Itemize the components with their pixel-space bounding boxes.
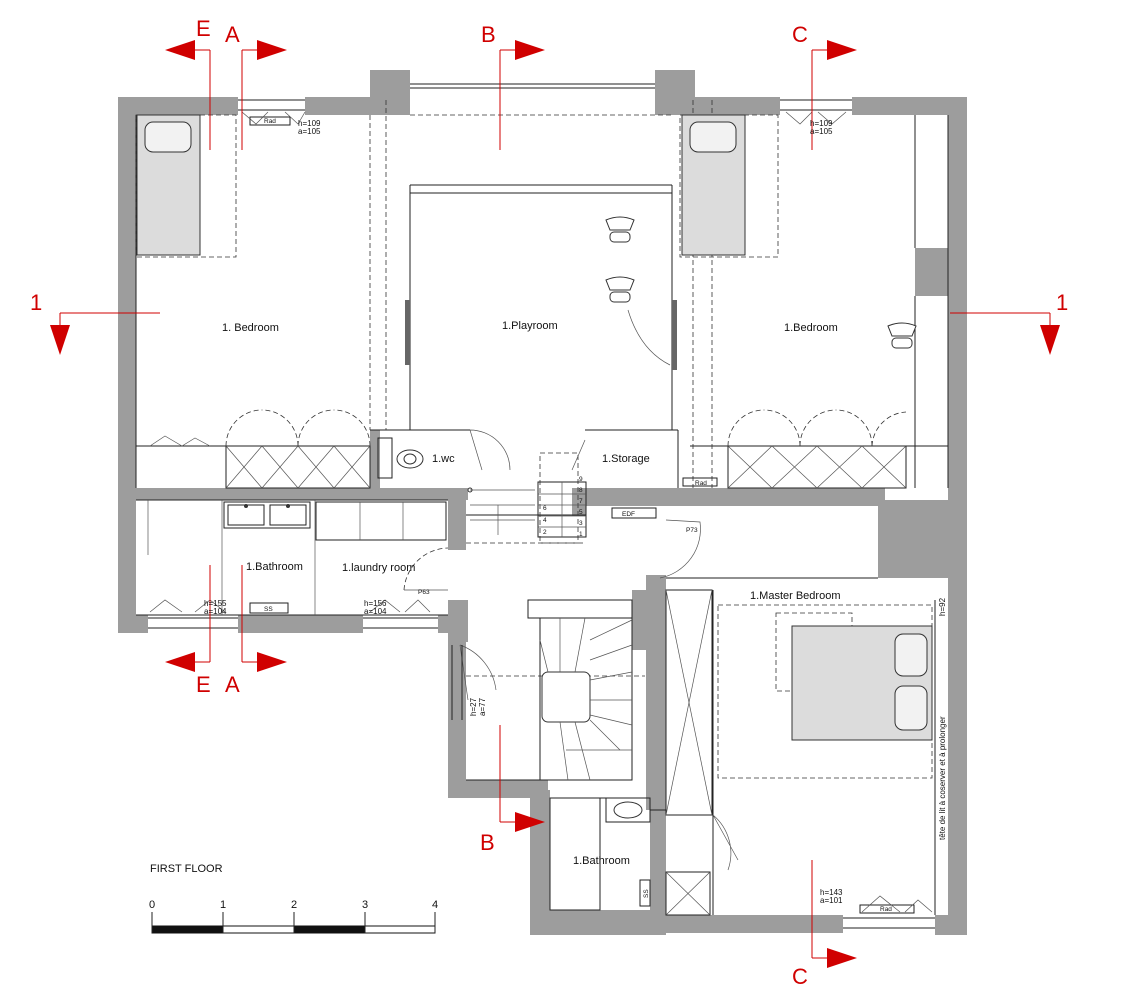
width-label: a=77 — [478, 697, 487, 716]
section-label-a-bottom: A — [225, 672, 240, 697]
height-label: h=156 — [364, 599, 387, 608]
stair-number: 8 — [579, 487, 583, 494]
room-label-bathroom-left: 1.Bathroom — [246, 561, 303, 573]
edf-label: EDF — [622, 511, 635, 518]
chair — [605, 276, 635, 303]
stair-number: 4 — [543, 517, 547, 524]
stair-number: 7 — [579, 498, 583, 505]
scale-tick-label: 1 — [220, 899, 226, 911]
section-label-b-bottom: B — [480, 830, 495, 855]
stair-number: 9 — [579, 476, 583, 483]
room-label-master-bedroom: 1.Master Bedroom — [750, 590, 840, 602]
height-label: h=155 — [204, 599, 227, 608]
scale-tick-label: 2 — [291, 899, 297, 911]
scale-bar — [151, 912, 436, 934]
headboard-note: tête de lit à coserver et à prolonger — [938, 716, 947, 840]
floor-title: FIRST FLOOR — [150, 863, 223, 875]
closets — [149, 409, 907, 816]
room-label-bedroom-right: 1.Bedroom — [784, 322, 838, 334]
section-label-b-top: B — [481, 22, 496, 47]
room-label-bedroom-left: 1. Bedroom — [222, 322, 279, 334]
chair — [887, 322, 917, 349]
height-label: h=92 — [938, 597, 947, 616]
room-label-playroom: 1.Playroom — [502, 320, 558, 332]
width-label: a=105 — [298, 127, 321, 136]
stair-number: 2 — [543, 529, 547, 536]
room-label-bathroom-bottom: 1.Bathroom — [573, 855, 630, 867]
height-label: h=109 — [298, 119, 321, 128]
height-label: h=109 — [810, 119, 833, 128]
section-label-a-top: A — [225, 22, 240, 47]
height-label: h=27 — [469, 697, 478, 716]
section-label-1-left: 1 — [30, 290, 42, 315]
door-tag-p63: P63 — [418, 589, 430, 596]
stair-number: 1 — [579, 531, 583, 538]
ss-label: SS — [643, 889, 650, 898]
width-label: a=104 — [364, 607, 387, 616]
section-markers — [50, 40, 1060, 968]
rad-label: Rad — [880, 906, 892, 913]
section-label-c-bottom: C — [792, 964, 808, 989]
room-label-wc: 1.wc — [432, 453, 455, 465]
width-label: a=105 — [810, 127, 833, 136]
stairs — [467, 481, 633, 781]
room-label-laundry: 1.laundry room — [342, 562, 415, 574]
stair-number: 6 — [543, 505, 547, 512]
walls — [118, 70, 967, 935]
rad-label: Rad — [695, 480, 707, 487]
scale-tick-label: 3 — [362, 899, 368, 911]
scale-tick-label: 4 — [432, 899, 438, 911]
door-tag-p73: P73 — [686, 527, 698, 534]
rad-label: Rad — [264, 118, 276, 125]
room-label-storage: 1.Storage — [602, 453, 650, 465]
width-label: a=104 — [204, 607, 227, 616]
furniture — [136, 114, 933, 916]
windows — [148, 99, 935, 929]
section-label-e-top: E — [196, 16, 211, 41]
section-label-c-top: C — [792, 22, 808, 47]
scale-tick-label: 0 — [149, 899, 155, 911]
height-label: h=143 — [820, 888, 843, 897]
chair — [605, 216, 635, 243]
section-label-1-right: 1 — [1056, 290, 1068, 315]
section-label-e-bottom: E — [196, 672, 211, 697]
stair-number: 5 — [579, 509, 583, 516]
stair-number: 3 — [579, 520, 583, 527]
doors — [149, 111, 933, 913]
width-label: a=101 — [820, 896, 843, 905]
ss-label: SS — [264, 606, 273, 613]
